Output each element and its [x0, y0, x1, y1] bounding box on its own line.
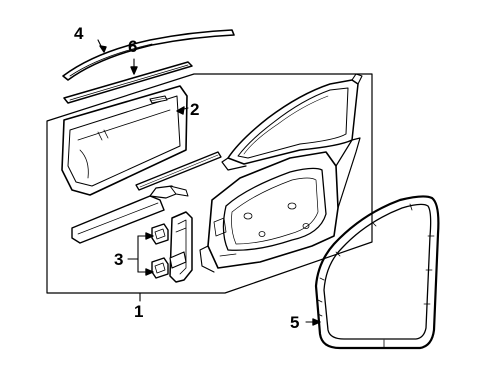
- door-shell: [61, 85, 189, 196]
- body-side-frame: [199, 137, 361, 273]
- part-3-brackets: [151, 223, 169, 279]
- part-4-window-molding: [62, 29, 235, 81]
- callout-1: 1: [134, 302, 144, 321]
- callout-4: 4: [74, 24, 84, 43]
- callout-2: 2: [190, 100, 200, 119]
- callout-5: 5: [290, 313, 300, 332]
- assembly-outline: [46, 73, 373, 294]
- hinge-pillar: [169, 211, 193, 283]
- callout-6: 6: [128, 37, 138, 56]
- leader-bracket-3: [127, 232, 154, 276]
- lower-sill-piece: [71, 185, 189, 244]
- callout-3: 3: [114, 250, 124, 269]
- part-5-weatherstrip: [305, 195, 440, 350]
- door-window-frame: [221, 73, 363, 171]
- part-6-belt-molding: [63, 58, 193, 104]
